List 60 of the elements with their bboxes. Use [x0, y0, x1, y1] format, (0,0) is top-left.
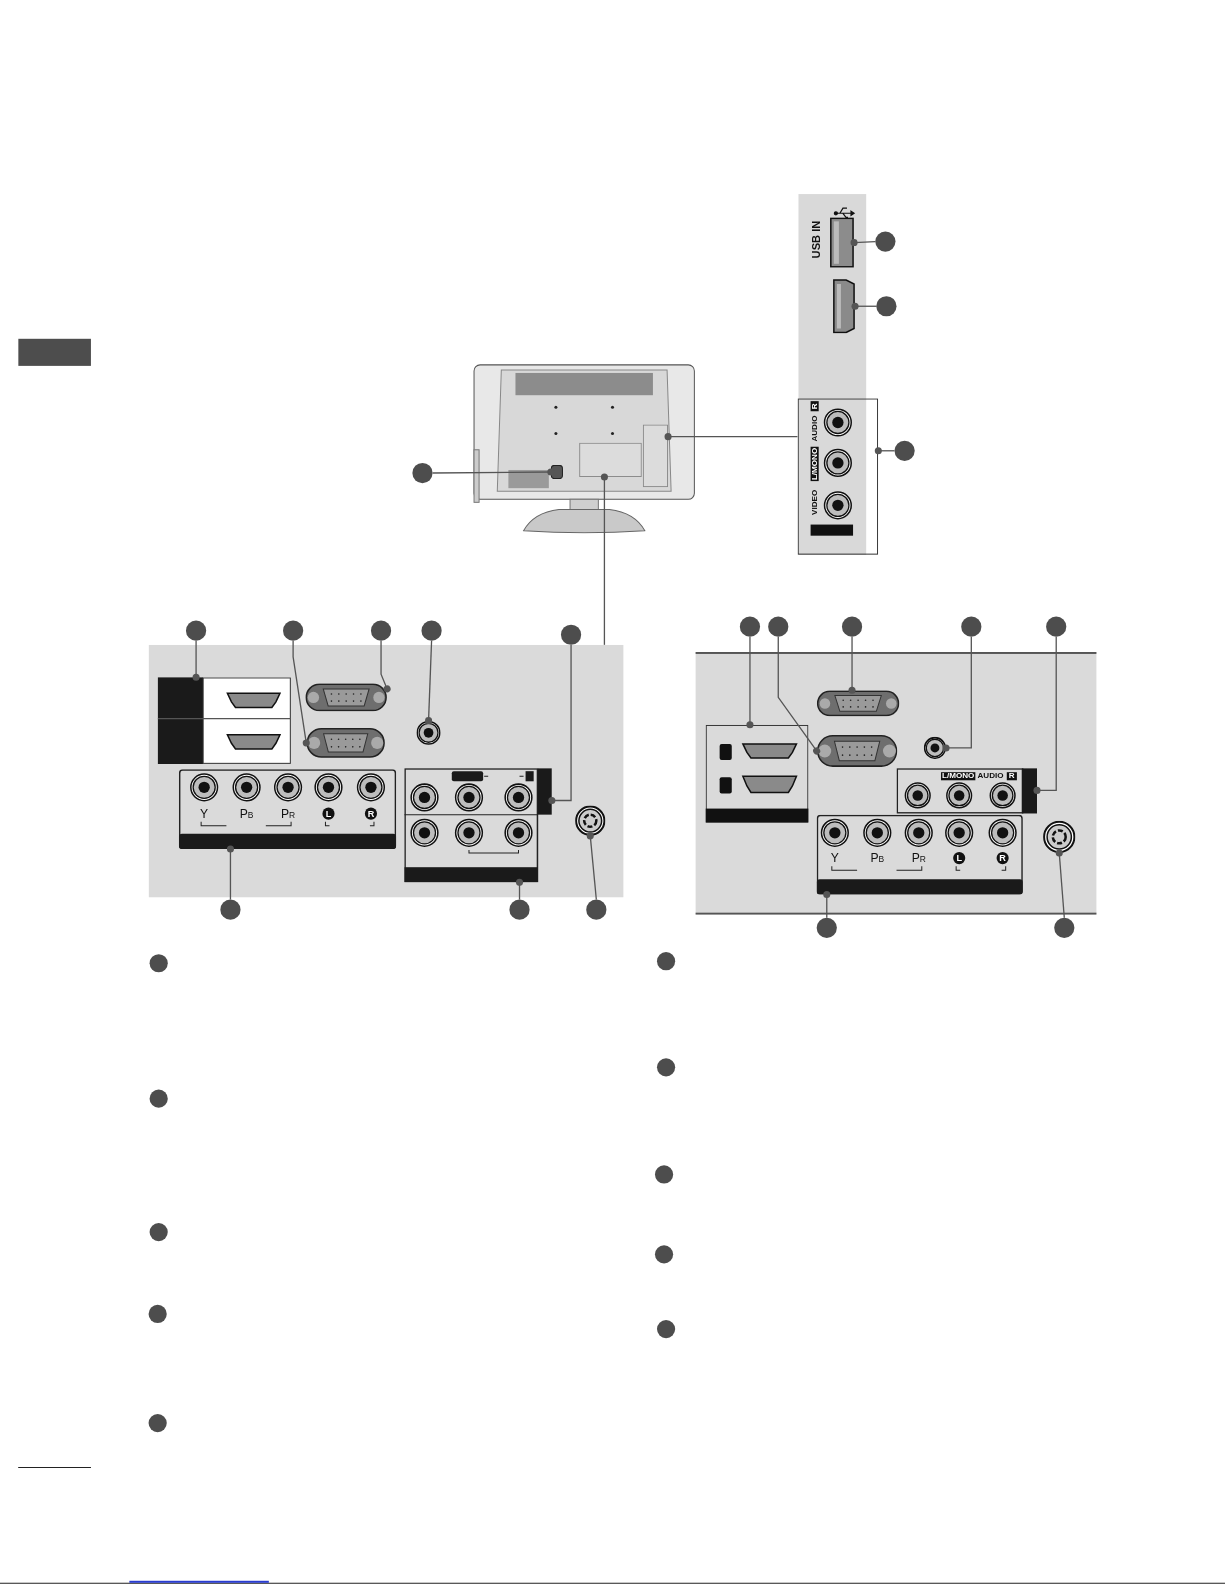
leader-line — [292, 640, 310, 747]
leader-line — [192, 640, 200, 681]
callout-marker — [841, 616, 863, 637]
callout-marker — [586, 899, 607, 920]
port-label: R — [1006, 772, 1017, 781]
callout-marker — [283, 620, 304, 641]
leader-line — [431, 468, 555, 476]
leader-line — [586, 832, 597, 901]
port-label: L/MONO — [941, 772, 976, 781]
leader-line — [380, 640, 391, 693]
port-label: AUDIO — [810, 415, 819, 442]
bullet-marker — [654, 1245, 674, 1264]
bullet-marker — [654, 1165, 674, 1184]
leader-line — [516, 878, 524, 901]
callout-marker — [560, 624, 582, 645]
bullet-marker — [148, 1304, 167, 1324]
callout-marker — [739, 616, 761, 637]
leader-line — [777, 636, 821, 755]
callout-marker — [876, 296, 897, 317]
callout-marker — [961, 616, 982, 637]
leader-line — [226, 845, 234, 901]
leader-line — [823, 890, 831, 919]
leader-line — [848, 636, 856, 694]
port-label: USB IN — [811, 220, 823, 259]
bullet-marker — [148, 1414, 167, 1433]
port-label: Y — [200, 807, 209, 820]
callout-marker — [412, 462, 433, 484]
leader-line — [850, 239, 876, 247]
leader-line — [874, 447, 896, 455]
connector-line — [600, 473, 608, 646]
callout-marker — [370, 620, 392, 641]
callout-marker — [421, 620, 442, 641]
callout-marker — [816, 917, 837, 938]
leader-line — [746, 636, 754, 729]
callout-marker — [509, 899, 530, 920]
leader-line — [942, 636, 972, 752]
connector-line — [664, 433, 799, 441]
leader-line — [1033, 636, 1057, 794]
port-label: Y — [830, 852, 839, 865]
bullet-marker — [656, 1058, 676, 1077]
leader-line — [425, 640, 433, 725]
leader-line — [548, 644, 572, 805]
port-label: VIDEO — [810, 489, 819, 515]
port-label: L/MONO — [810, 446, 819, 482]
bullet-marker — [656, 952, 676, 971]
port-label: AUDIO — [977, 772, 1004, 781]
bullet-marker — [149, 1089, 168, 1108]
leader-line — [851, 302, 877, 310]
callout-marker — [220, 899, 241, 920]
callout-marker — [894, 440, 915, 461]
bullet-marker — [149, 1223, 168, 1242]
callout-marker — [1046, 616, 1067, 637]
bullet-marker — [149, 954, 168, 973]
callout-marker — [768, 616, 789, 637]
bullet-marker — [656, 1320, 676, 1339]
callout-marker — [875, 231, 896, 252]
leader-line — [1055, 849, 1065, 919]
callout-marker — [185, 620, 207, 641]
port-label: R — [810, 401, 819, 412]
callout-marker — [1054, 917, 1075, 938]
